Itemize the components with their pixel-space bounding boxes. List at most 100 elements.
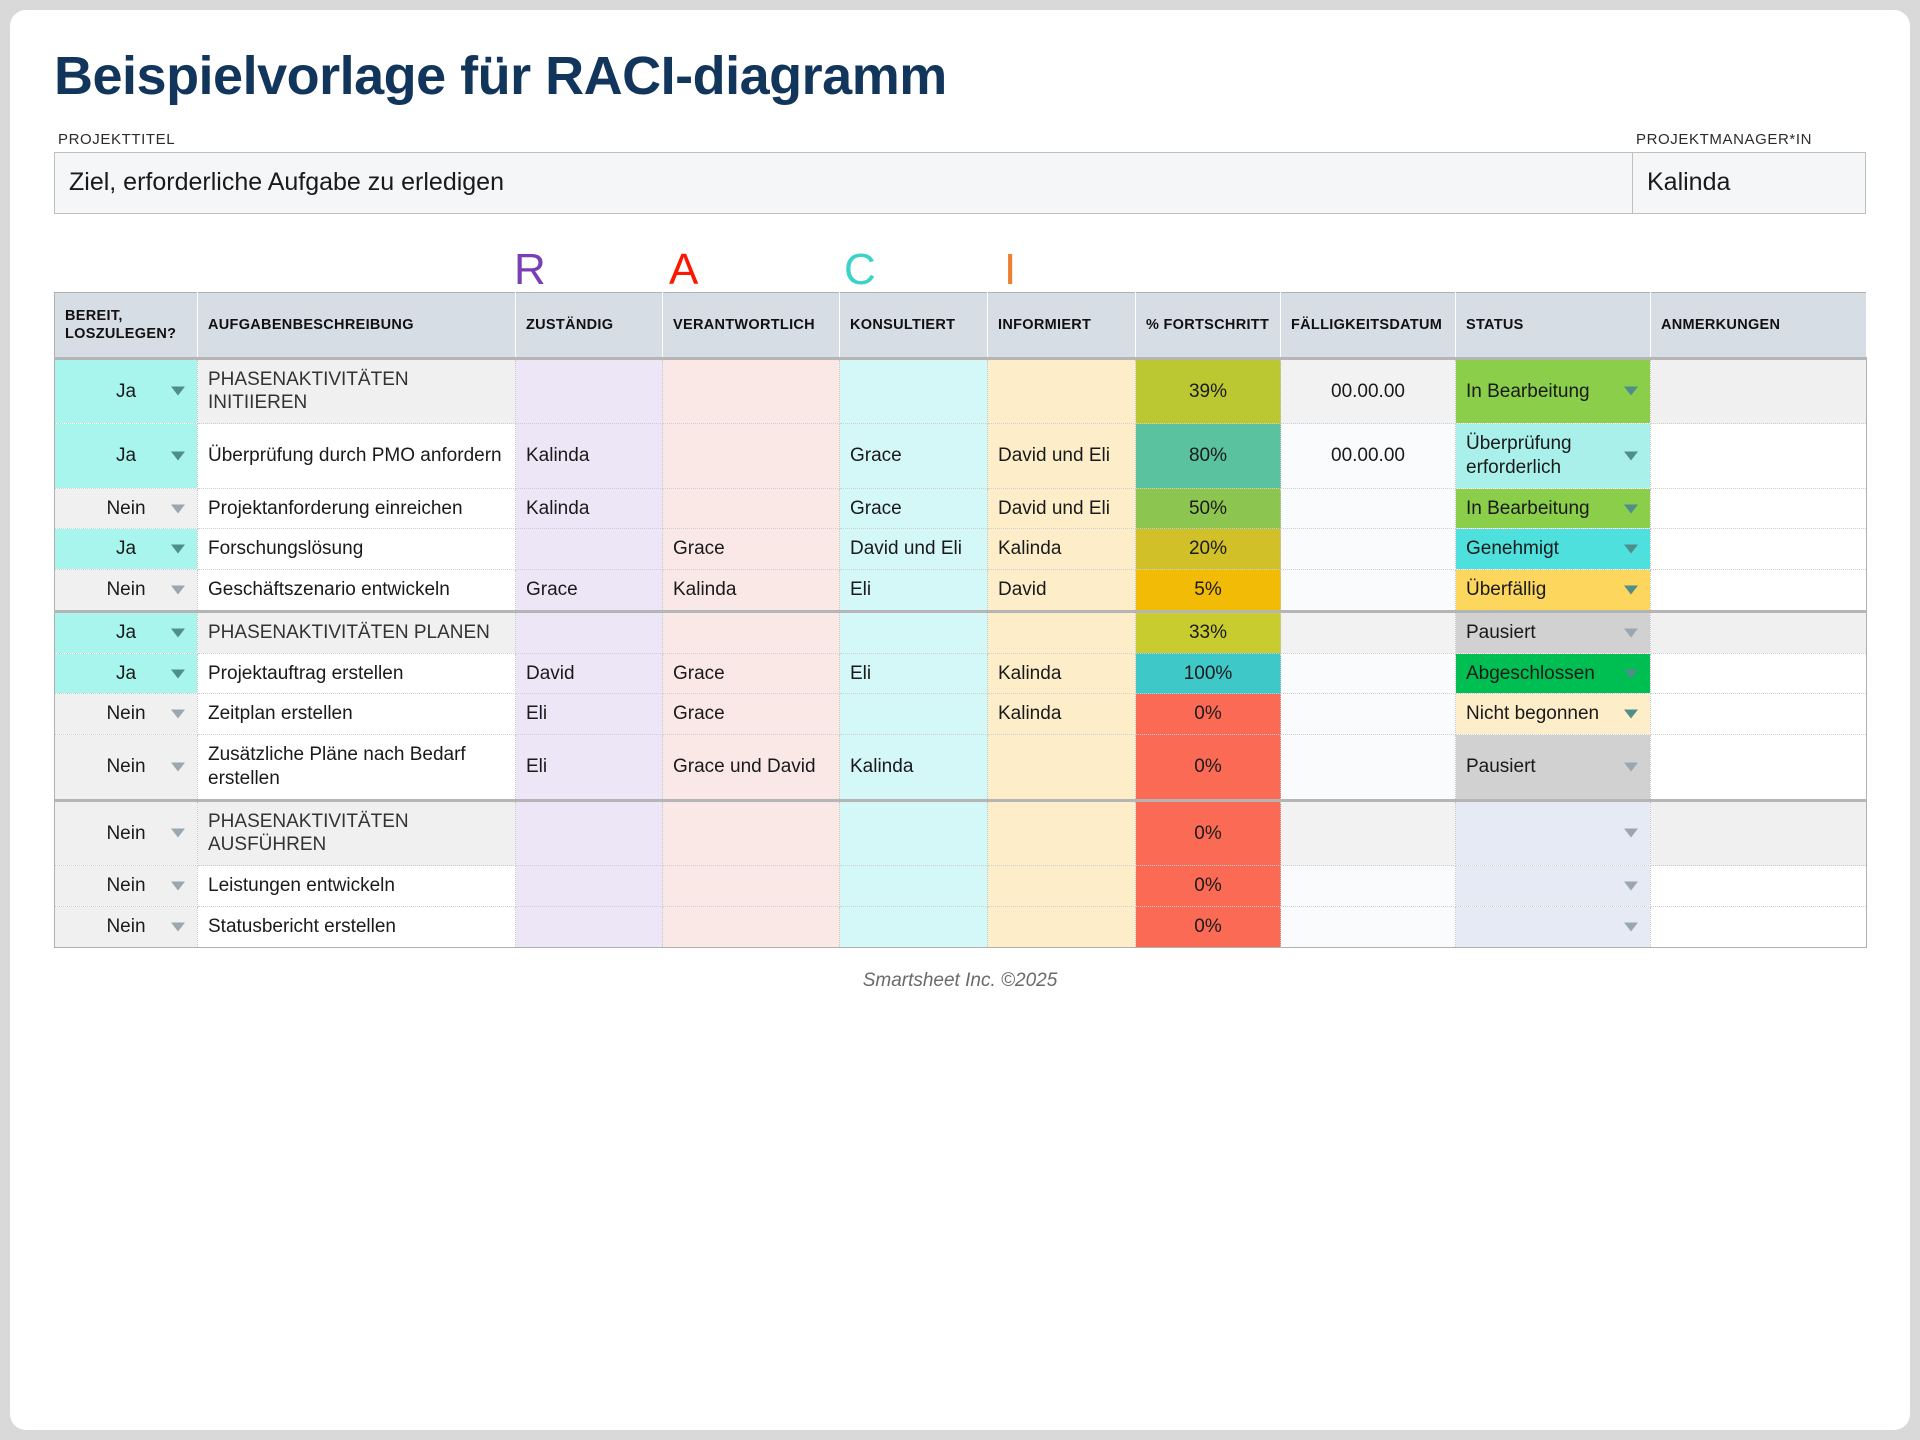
cell-progress[interactable]: 39% xyxy=(1135,356,1281,425)
cell-accountable[interactable]: Grace xyxy=(662,653,840,695)
cell-responsible[interactable] xyxy=(515,609,663,654)
cell-notes[interactable] xyxy=(1650,423,1867,489)
cell-accountable[interactable] xyxy=(662,798,840,867)
chevron-down-icon[interactable] xyxy=(1624,628,1638,638)
cell-informed[interactable] xyxy=(987,906,1136,948)
chevron-down-icon[interactable] xyxy=(1624,828,1638,838)
cell-ready-dropdown[interactable]: Nein xyxy=(54,865,198,907)
cell-ready-dropdown[interactable]: Ja xyxy=(54,528,198,571)
cell-consulted[interactable] xyxy=(839,906,988,948)
cell-notes[interactable] xyxy=(1650,798,1867,867)
cell-due-date[interactable] xyxy=(1280,693,1456,736)
chevron-down-icon[interactable] xyxy=(171,922,185,932)
cell-accountable[interactable] xyxy=(662,906,840,948)
cell-accountable[interactable]: Grace xyxy=(662,528,840,571)
cell-due-date[interactable] xyxy=(1280,734,1456,801)
cell-informed[interactable]: David und Eli xyxy=(987,488,1136,530)
cell-due-date[interactable]: 00.00.00 xyxy=(1280,356,1456,425)
cell-accountable[interactable]: Kalinda xyxy=(662,569,840,612)
cell-ready-dropdown[interactable]: Nein xyxy=(54,488,198,530)
cell-task-description[interactable]: Forschungslösung xyxy=(197,528,516,571)
cell-progress[interactable]: 0% xyxy=(1135,865,1281,907)
cell-status-dropdown[interactable] xyxy=(1455,798,1651,867)
cell-responsible[interactable] xyxy=(515,356,663,425)
chevron-down-icon[interactable] xyxy=(1624,544,1638,554)
cell-notes[interactable] xyxy=(1650,653,1867,695)
cell-informed[interactable] xyxy=(987,356,1136,425)
cell-informed[interactable] xyxy=(987,865,1136,907)
cell-task-description[interactable]: Zeitplan erstellen xyxy=(197,693,516,736)
cell-ready-dropdown[interactable]: Nein xyxy=(54,798,198,867)
cell-due-date[interactable] xyxy=(1280,906,1456,948)
cell-consulted[interactable] xyxy=(839,356,988,425)
cell-progress[interactable]: 5% xyxy=(1135,569,1281,612)
cell-notes[interactable] xyxy=(1650,693,1867,736)
cell-consulted[interactable] xyxy=(839,798,988,867)
cell-task-description[interactable]: PHASENAKTIVITÄTEN PLANEN xyxy=(197,609,516,654)
chevron-down-icon[interactable] xyxy=(171,628,185,638)
cell-accountable[interactable] xyxy=(662,488,840,530)
cell-consulted[interactable]: David und Eli xyxy=(839,528,988,571)
cell-responsible[interactable] xyxy=(515,906,663,948)
cell-informed[interactable]: David und Eli xyxy=(987,423,1136,489)
cell-progress[interactable]: 0% xyxy=(1135,906,1281,948)
cell-ready-dropdown[interactable]: Ja xyxy=(54,609,198,654)
cell-due-date[interactable] xyxy=(1280,865,1456,907)
cell-notes[interactable] xyxy=(1650,488,1867,530)
cell-informed[interactable]: Kalinda xyxy=(987,528,1136,571)
cell-due-date[interactable] xyxy=(1280,609,1456,654)
cell-task-description[interactable]: Projektanforderung einreichen xyxy=(197,488,516,530)
cell-ready-dropdown[interactable]: Nein xyxy=(54,734,198,801)
cell-informed[interactable] xyxy=(987,609,1136,654)
project-manager-input[interactable]: Kalinda xyxy=(1633,152,1865,213)
chevron-down-icon[interactable] xyxy=(171,669,185,679)
cell-task-description[interactable]: Überprüfung durch PMO anfordern xyxy=(197,423,516,489)
cell-task-description[interactable]: Projektauftrag erstellen xyxy=(197,653,516,695)
cell-ready-dropdown[interactable]: Nein xyxy=(54,693,198,736)
cell-task-description[interactable]: PHASENAKTIVITÄTEN AUSFÜHREN xyxy=(197,798,516,867)
cell-status-dropdown[interactable]: In Bearbeitung xyxy=(1455,356,1651,425)
cell-notes[interactable] xyxy=(1650,356,1867,425)
cell-informed[interactable]: Kalinda xyxy=(987,653,1136,695)
cell-ready-dropdown[interactable]: Ja xyxy=(54,423,198,489)
cell-due-date[interactable] xyxy=(1280,488,1456,530)
cell-task-description[interactable]: Statusbericht erstellen xyxy=(197,906,516,948)
chevron-down-icon[interactable] xyxy=(1624,504,1638,514)
cell-responsible[interactable]: Eli xyxy=(515,693,663,736)
cell-notes[interactable] xyxy=(1650,865,1867,907)
cell-progress[interactable]: 0% xyxy=(1135,798,1281,867)
cell-due-date[interactable] xyxy=(1280,798,1456,867)
cell-accountable[interactable] xyxy=(662,356,840,425)
cell-progress[interactable]: 50% xyxy=(1135,488,1281,530)
cell-informed[interactable]: Kalinda xyxy=(987,693,1136,736)
cell-responsible[interactable] xyxy=(515,798,663,867)
cell-notes[interactable] xyxy=(1650,906,1867,948)
cell-progress[interactable]: 20% xyxy=(1135,528,1281,571)
cell-consulted[interactable]: Eli xyxy=(839,569,988,612)
cell-accountable[interactable] xyxy=(662,609,840,654)
project-title-input[interactable]: Ziel, erforderliche Aufgabe zu erledigen xyxy=(55,152,1633,213)
cell-status-dropdown[interactable]: In Bearbeitung xyxy=(1455,488,1651,530)
cell-informed[interactable]: David xyxy=(987,569,1136,612)
chevron-down-icon[interactable] xyxy=(1624,709,1638,719)
cell-accountable[interactable]: Grace und David xyxy=(662,734,840,801)
cell-consulted[interactable] xyxy=(839,609,988,654)
cell-due-date[interactable] xyxy=(1280,528,1456,571)
chevron-down-icon[interactable] xyxy=(171,762,185,772)
chevron-down-icon[interactable] xyxy=(171,709,185,719)
cell-ready-dropdown[interactable]: Ja xyxy=(54,653,198,695)
cell-progress[interactable]: 33% xyxy=(1135,609,1281,654)
cell-status-dropdown[interactable]: Pausiert xyxy=(1455,609,1651,654)
cell-consulted[interactable] xyxy=(839,865,988,907)
chevron-down-icon[interactable] xyxy=(171,544,185,554)
cell-consulted[interactable]: Eli xyxy=(839,653,988,695)
cell-informed[interactable] xyxy=(987,734,1136,801)
cell-accountable[interactable] xyxy=(662,423,840,489)
cell-responsible[interactable]: Eli xyxy=(515,734,663,801)
cell-task-description[interactable]: Geschäftszenario entwickeln xyxy=(197,569,516,612)
cell-consulted[interactable]: Grace xyxy=(839,423,988,489)
cell-status-dropdown[interactable] xyxy=(1455,865,1651,907)
cell-ready-dropdown[interactable]: Ja xyxy=(54,356,198,425)
cell-responsible[interactable]: Kalinda xyxy=(515,488,663,530)
cell-progress[interactable]: 0% xyxy=(1135,693,1281,736)
